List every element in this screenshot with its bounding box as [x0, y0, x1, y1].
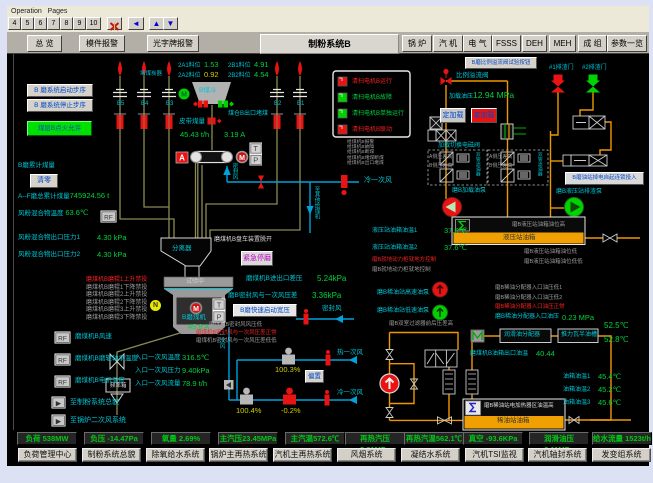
svg-text:M: M	[181, 92, 187, 99]
svg-text:A: A	[179, 154, 185, 163]
svg-text:RF: RF	[58, 380, 67, 387]
svg-text:T: T	[253, 144, 258, 153]
svg-text:RF: RF	[104, 215, 113, 222]
svg-text:RF: RF	[58, 336, 67, 343]
svg-text:P: P	[216, 313, 221, 322]
svg-text:M: M	[239, 155, 245, 162]
svg-text:▶: ▶	[56, 401, 62, 408]
svg-text:T: T	[217, 301, 222, 310]
svg-text:RF: RF	[58, 358, 67, 365]
svg-text:M: M	[193, 306, 199, 313]
svg-text:P: P	[253, 156, 258, 165]
svg-text:▶: ▶	[56, 419, 62, 426]
